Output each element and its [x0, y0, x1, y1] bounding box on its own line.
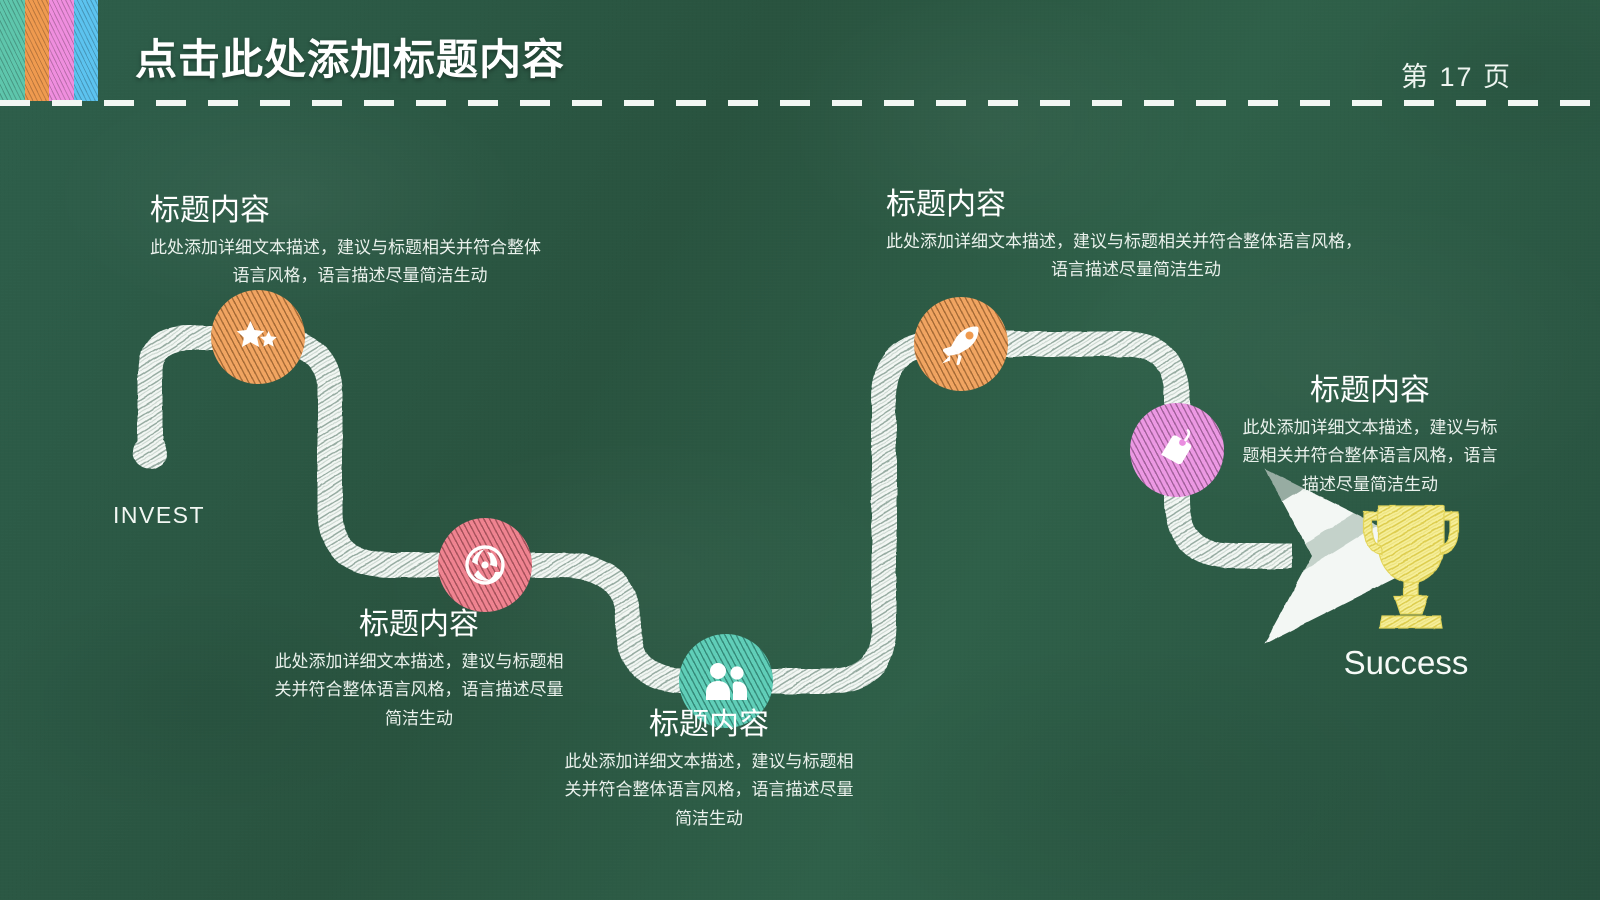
node-hatch-texture — [211, 290, 305, 384]
accent-bar-blue — [73, 0, 98, 101]
stars-icon — [235, 319, 281, 355]
accent-color-bars — [0, 0, 98, 101]
page-number: 第 17 页 — [1400, 62, 1512, 92]
block-heading: 标题内容 — [886, 188, 1006, 221]
milestone-node-people[interactable] — [679, 634, 773, 728]
accent-bar-pink — [49, 0, 74, 101]
block-heading: 标题内容 — [150, 194, 270, 227]
trophy-icon — [1363, 505, 1459, 629]
block-body: 此处添加详细文本描述，建议与标题相 关并符合整体语言风格，语言描述尽量 简洁生动 — [274, 651, 564, 728]
block-heading: 标题内容 — [1310, 374, 1430, 407]
text-block-1: 标题内容 此处添加详细文本描述，建议与标题相关并符合整体 语言风格，语言描述尽量… — [150, 192, 570, 291]
header-dashed-rule — [0, 100, 1600, 106]
block-body: 此处添加详细文本描述，建议与标题相关并符合整体 语言风格，语言描述尽量简洁生动 — [150, 237, 541, 286]
text-block-4: 标题内容 此处添加详细文本描述，建议与标题相关并符合整体语言风格， 语言描述尽量… — [886, 186, 1386, 285]
node-hatch-texture — [679, 634, 773, 728]
text-block-3: 标题内容 此处添加详细文本描述，建议与标题相 关并符合整体语言风格，语言描述尽量… — [558, 706, 860, 833]
path-ribbon — [137, 325, 1292, 681]
invest-label: INVEST — [113, 502, 206, 528]
milestone-node-globe[interactable] — [438, 518, 532, 612]
rocket-icon — [939, 322, 983, 366]
slide-title: 点击此处添加标题内容 — [135, 36, 566, 83]
accent-bar-teal — [0, 0, 25, 101]
milestone-node-rocket[interactable] — [914, 297, 1008, 391]
milestone-node-stars[interactable] — [211, 290, 305, 384]
accent-bar-orange — [24, 0, 49, 101]
block-heading: 标题内容 — [649, 708, 769, 741]
block-heading: 标题内容 — [359, 608, 479, 641]
milestone-node-tag[interactable] — [1130, 403, 1224, 497]
block-body: 此处添加详细文本描述，建议与标 题相关并符合整体语言风格，语言 描述尽量简洁生动 — [1242, 417, 1498, 494]
tag-icon — [1156, 429, 1198, 471]
text-block-5: 标题内容 此处添加详细文本描述，建议与标 题相关并符合整体语言风格，语言 描述尽… — [1232, 372, 1508, 499]
people-icon — [702, 662, 750, 700]
block-body: 此处添加详细文本描述，建议与标题相 关并符合整体语言风格，语言描述尽量 简洁生动 — [564, 751, 854, 828]
text-block-2: 标题内容 此处添加详细文本描述，建议与标题相 关并符合整体语言风格，语言描述尽量… — [268, 606, 570, 733]
globe-icon — [465, 545, 505, 585]
block-body: 此处添加详细文本描述，建议与标题相关并符合整体语言风格， 语言描述尽量简洁生动 — [886, 231, 1362, 280]
success-label: Success — [1343, 644, 1469, 681]
